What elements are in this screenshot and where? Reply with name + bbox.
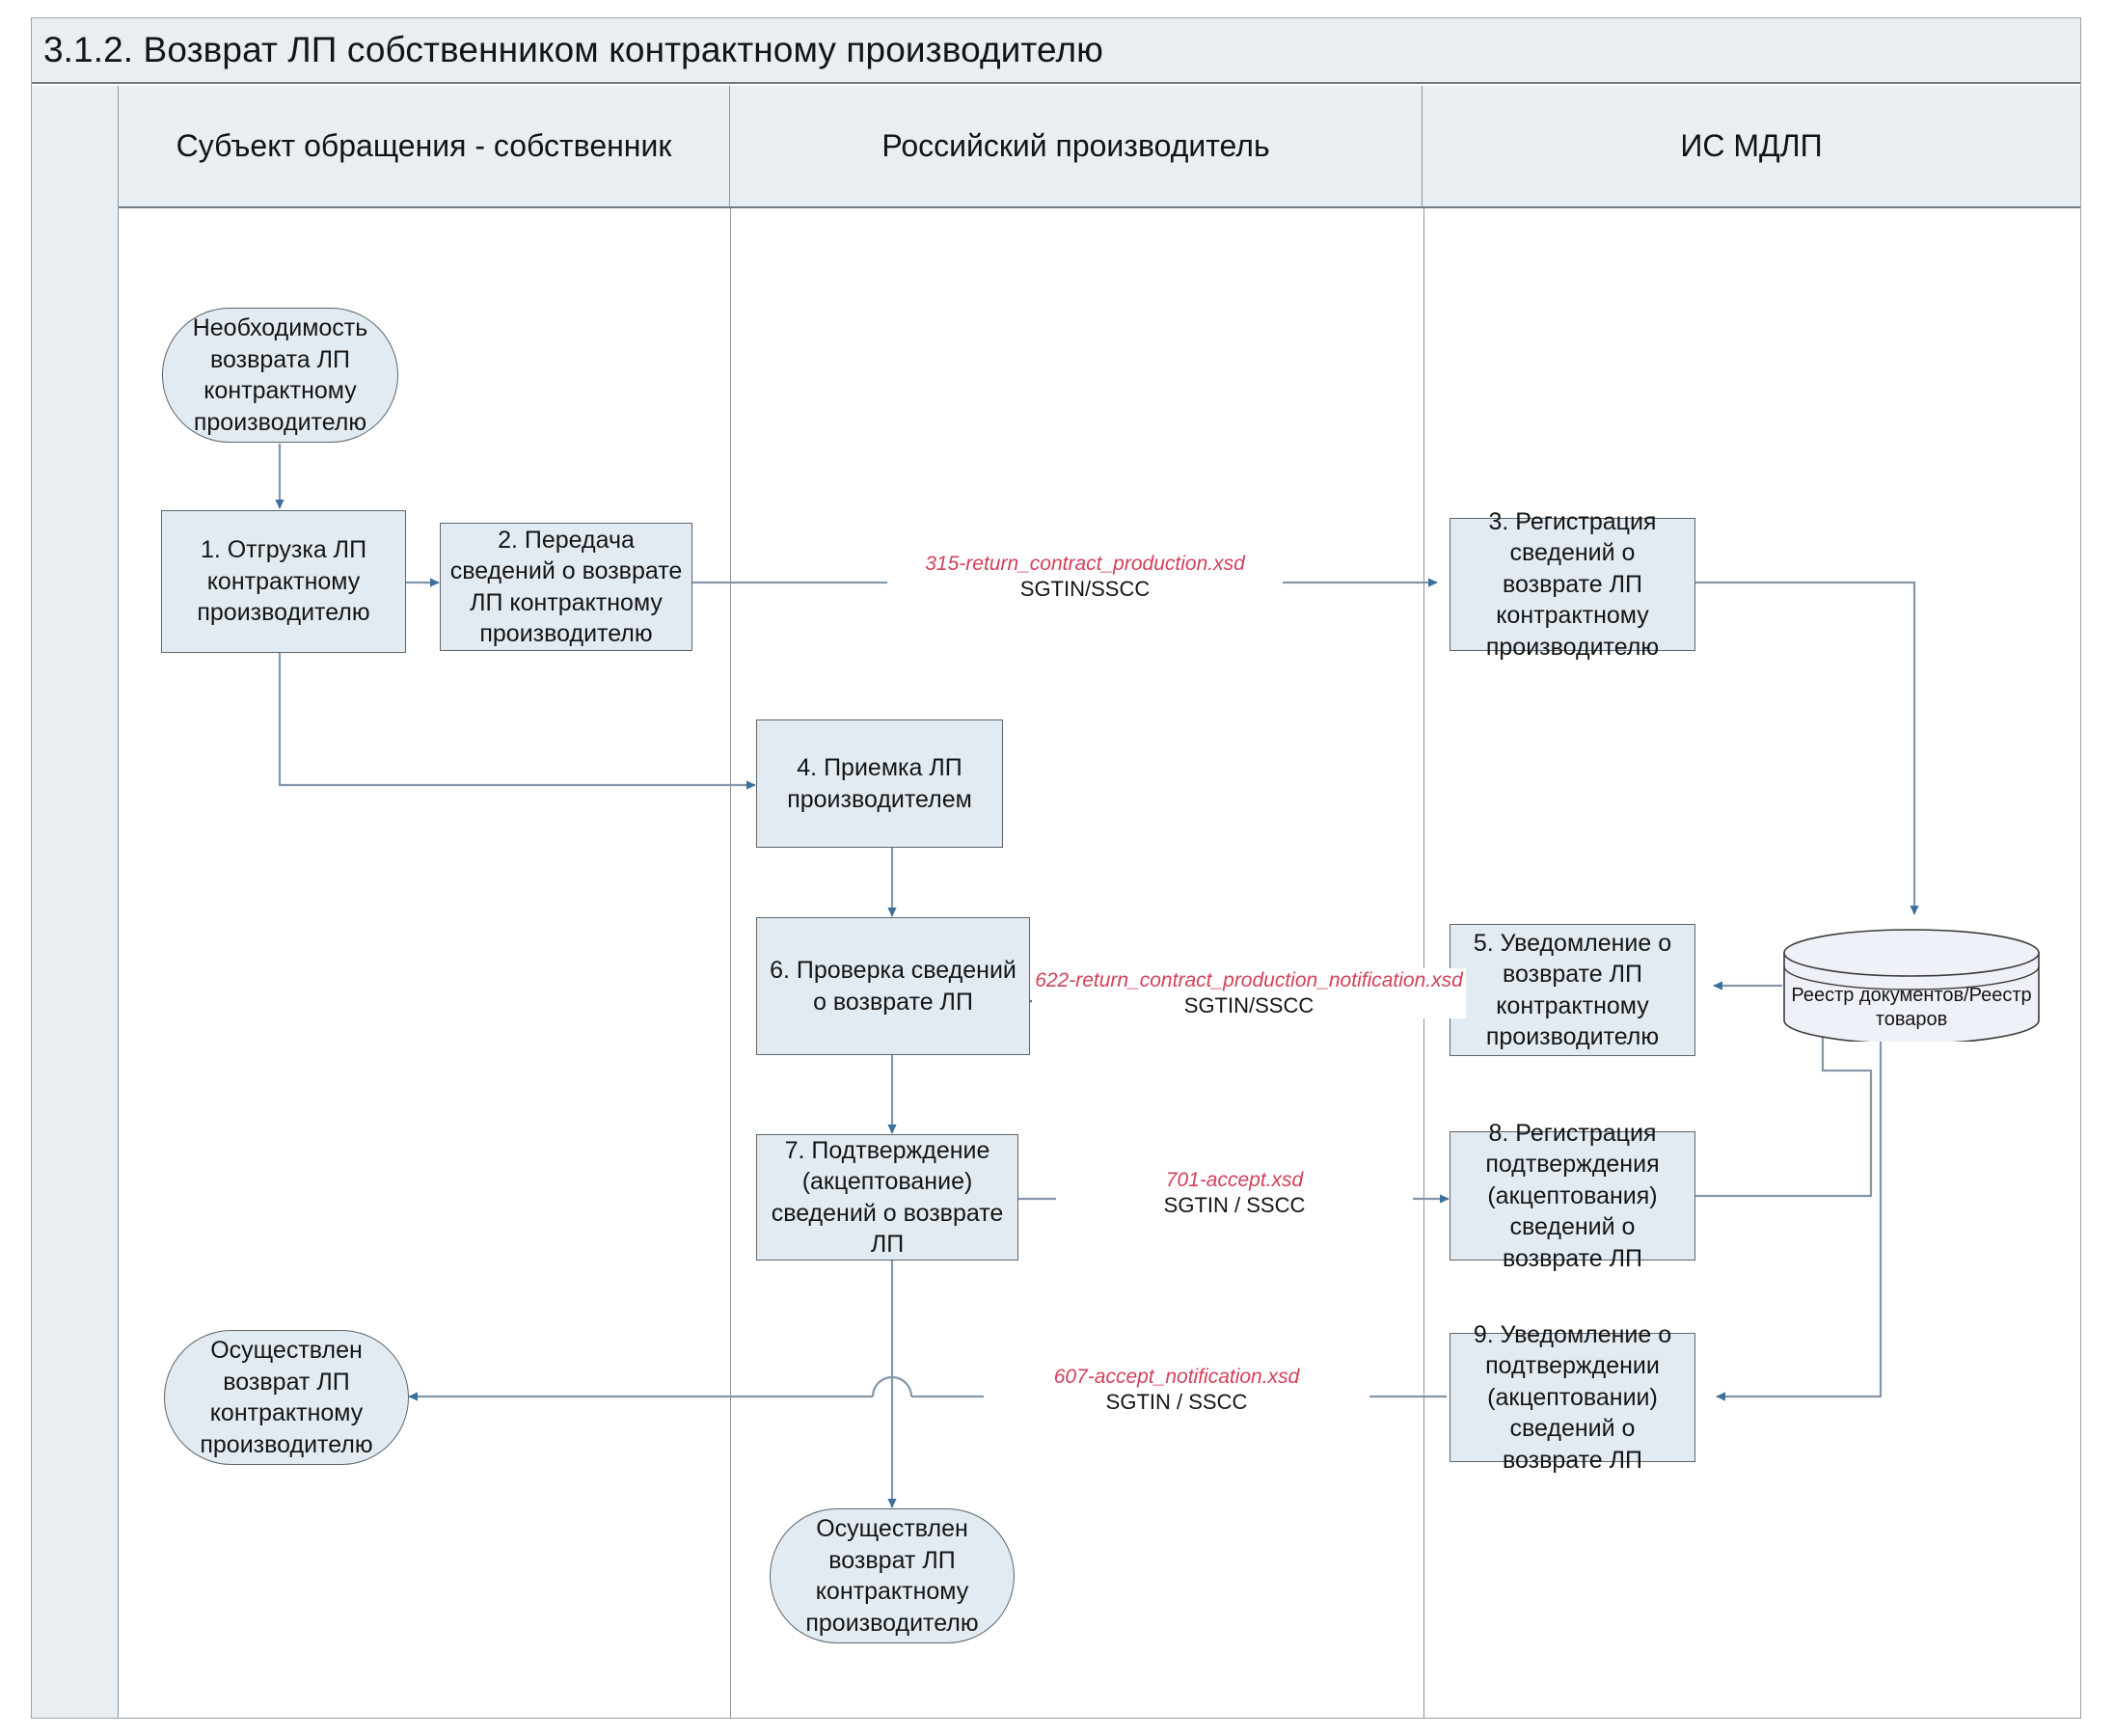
node-step2-label: 2. Передача сведений о возврате ЛП контр… (449, 526, 683, 648)
node-end-manufacturer-label: Осуществлен возврат ЛП контрактному прои… (805, 1515, 979, 1637)
edge-label-607: 607-accept_notification.xsd SGTIN / SSCC (984, 1365, 1369, 1416)
lane-header-owner-label: Субъект обращения - собственник (176, 128, 672, 163)
node-step7-label: 7. Подтверждение (акцептование) сведений… (771, 1136, 1004, 1259)
lane-header-row: Субъект обращения - собственник Российск… (119, 86, 2080, 208)
node-step8-label: 8. Регистрация подтверждения (акцептован… (1485, 1119, 1660, 1272)
node-step6[interactable]: 6. Проверка сведений о возврате ЛП (756, 917, 1030, 1055)
node-start-owner[interactable]: Необходимость возврата ЛП контрактному п… (162, 308, 398, 443)
node-step6-label: 6. Проверка сведений о возврате ЛП (770, 957, 1016, 1016)
node-step5-label: 5. Уведомление о возврате ЛП контрактном… (1473, 929, 1672, 1051)
lane-header-manufacturer-label: Российский производитель (881, 128, 1270, 163)
node-step2[interactable]: 2. Передача сведений о возврате ЛП контр… (440, 523, 692, 651)
edge-label-622: 622-return_contract_production_notificat… (1032, 968, 1466, 1019)
node-step9-label: 9. Уведомление о подтверждении (акцептов… (1473, 1320, 1672, 1474)
node-step9[interactable]: 9. Уведомление о подтверждении (акцептов… (1450, 1321, 1695, 1474)
node-step4[interactable]: 4. Приемка ЛП производителем (756, 719, 1003, 848)
lane-header-mdlp-label: ИС МДЛП (1680, 128, 1823, 163)
lane-header-manufacturer: Российский производитель (730, 86, 1423, 206)
node-registry[interactable]: Реестр документов/Реестр товаров (1782, 928, 2041, 1044)
node-end-owner[interactable]: Осуществлен возврат ЛП контрактному прои… (164, 1330, 409, 1465)
edge-label-622-xsd: 622-return_contract_production_notificat… (1032, 968, 1466, 993)
lane-divider-2 (1423, 208, 1424, 1718)
page-title: 3.1.2. Возврат ЛП собственником контракт… (43, 30, 1104, 69)
lane-header-mdlp: ИС МДЛП (1423, 86, 2080, 206)
node-start-owner-label: Необходимость возврата ЛП контрактному п… (192, 314, 368, 436)
node-step7[interactable]: 7. Подтверждение (акцептование) сведений… (756, 1134, 1018, 1261)
edge-label-701-xsd: 701-accept.xsd (1056, 1168, 1413, 1193)
edge-label-315-xsd: 315-return_contract_production.xsd (887, 552, 1283, 577)
node-step5[interactable]: 5. Уведомление о возврате ЛП контрактном… (1450, 924, 1695, 1056)
diagram-title-bar: 3.1.2. Возврат ЛП собственником контракт… (32, 18, 2080, 84)
node-step8[interactable]: 8. Регистрация подтверждения (акцептован… (1450, 1120, 1695, 1272)
edge-label-622-keys: SGTIN/SSCC (1032, 992, 1466, 1019)
node-end-owner-label: Осуществлен возврат ЛП контрактному прои… (200, 1337, 373, 1458)
node-step1[interactable]: 1. Отгрузка ЛП контрактному производител… (161, 510, 406, 653)
edge-label-315-keys: SGTIN/SSCC (887, 576, 1283, 603)
edge-label-701-keys: SGTIN / SSCC (1056, 1192, 1413, 1219)
node-step1-label: 1. Отгрузка ЛП контрактному производител… (197, 536, 370, 627)
lane-gutter (32, 86, 119, 1718)
node-step4-label: 4. Приемка ЛП производителем (787, 754, 972, 813)
database-cylinder-icon (1783, 929, 2040, 1044)
edge-label-701: 701-accept.xsd SGTIN / SSCC (1056, 1168, 1413, 1219)
edge-label-315: 315-return_contract_production.xsd SGTIN… (887, 552, 1283, 603)
node-step3-label: 3. Регистрация сведений о возврате ЛП ко… (1485, 507, 1660, 661)
node-registry-label: Реестр документов/Реестр товаров (1791, 985, 2032, 1030)
edge-label-607-keys: SGTIN / SSCC (984, 1389, 1369, 1416)
edge-label-607-xsd: 607-accept_notification.xsd (984, 1365, 1369, 1390)
lane-header-owner: Субъект обращения - собственник (119, 86, 730, 206)
lane-divider-1 (730, 208, 731, 1718)
node-step3[interactable]: 3. Регистрация сведений о возврате ЛП ко… (1450, 508, 1695, 661)
node-end-manufacturer[interactable]: Осуществлен возврат ЛП контрактному прои… (770, 1508, 1015, 1643)
